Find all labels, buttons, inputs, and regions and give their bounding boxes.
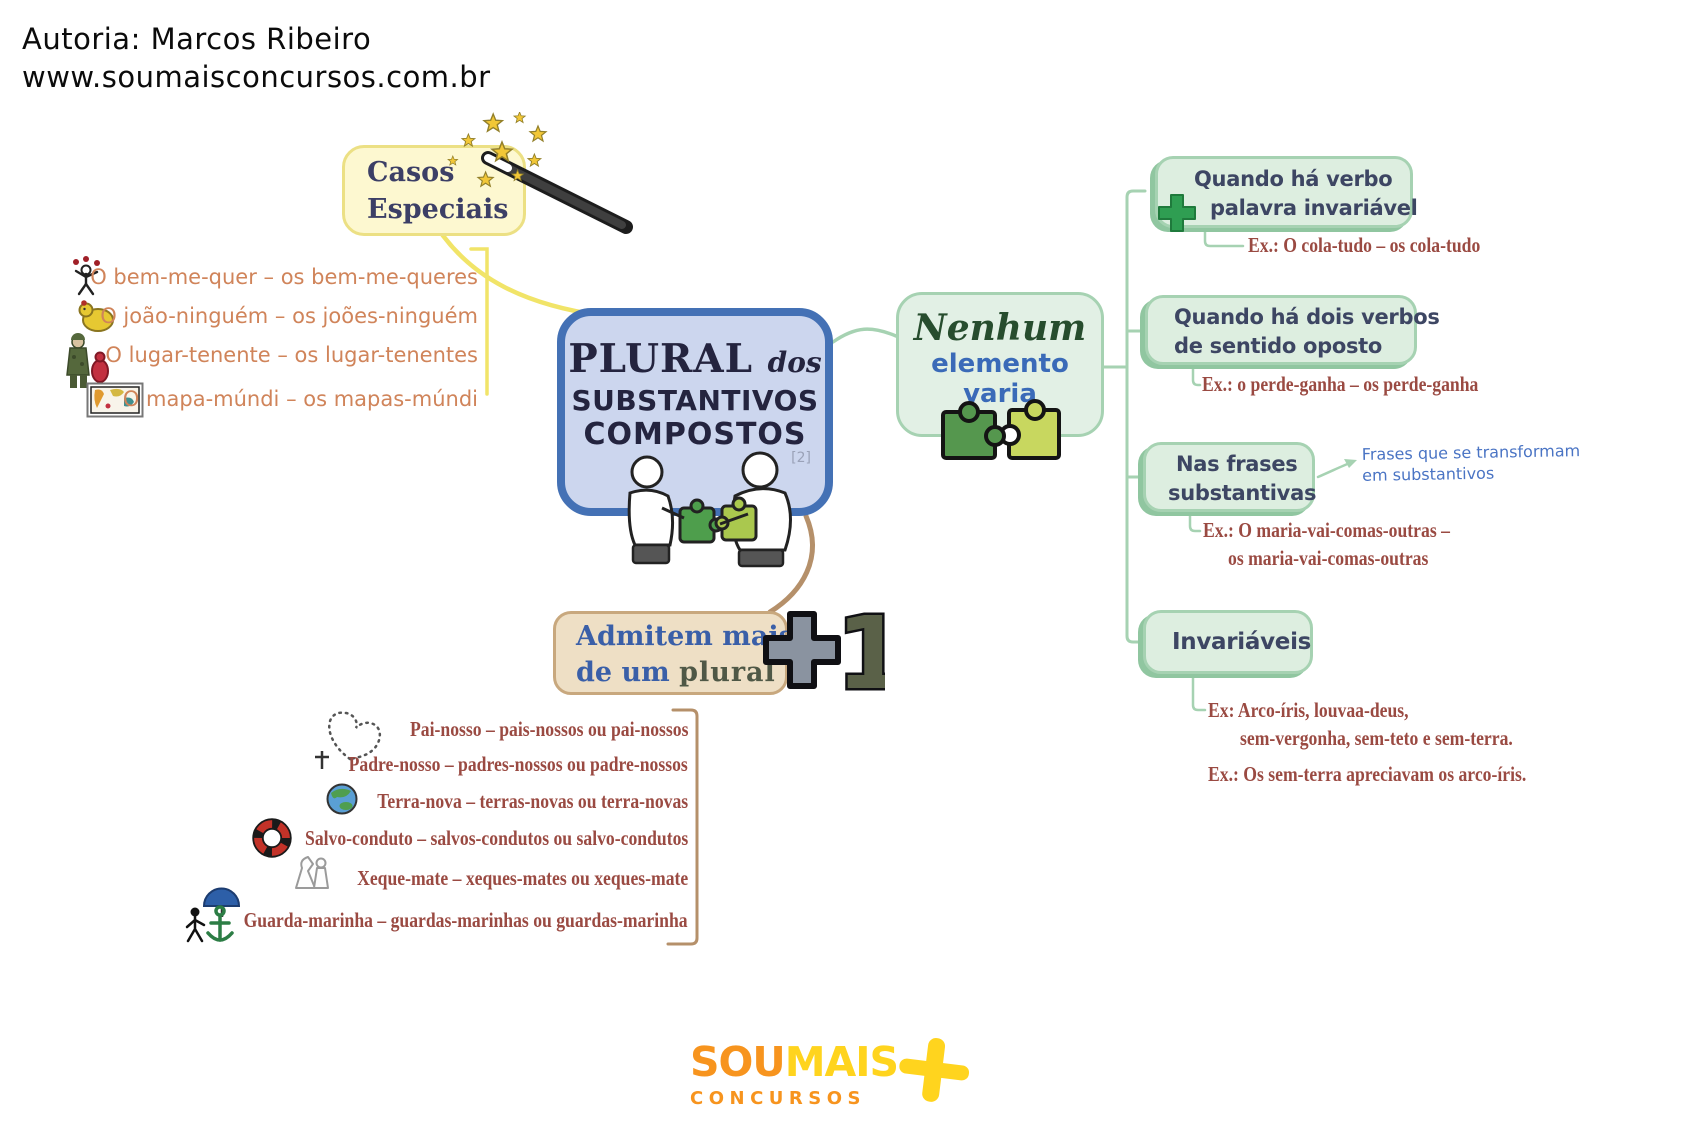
- center-title-line3: COMPOSTOS: [583, 417, 807, 452]
- casos-list-item: O mapa-múndi – os mapas-múndi: [122, 387, 478, 411]
- chess-pieces-icon: [288, 850, 330, 894]
- magic-wand-icon: [440, 112, 640, 240]
- plural-list-item: Padre-nosso – padres-nossos ou padre-nos…: [348, 752, 688, 776]
- logo-word-concursos: CONCURSOS: [690, 1088, 866, 1109]
- admitem-title-line1: Admitem mais: [576, 621, 794, 652]
- branch-label-line2: de sentido oposto: [1174, 334, 1383, 358]
- juggler-icon: [70, 256, 106, 296]
- plus-one-badge: 1: [750, 592, 885, 704]
- admitem-title-line2-word: plural: [679, 657, 776, 688]
- branch-label-line1: Invariáveis: [1172, 629, 1312, 655]
- center-title-connector: dos: [767, 346, 822, 379]
- admitem-mais-plural-node: Admitem mais de um plural: [553, 611, 794, 695]
- casos-list-item: O joão-ninguém – os joões-ninguém: [100, 304, 478, 328]
- sou-mais-concursos-logo: SOUMAIS CONCURSOS: [690, 1038, 899, 1109]
- logo-plus-icon: [895, 1036, 973, 1106]
- example-text: sem-vergonha, sem-teto e sem-terra.: [1240, 726, 1513, 750]
- casos-list-item: O bem-me-quer – os bem-me-queres: [90, 265, 478, 289]
- example-text: Ex.: Os sem-terra apreciavam os arco-íri…: [1208, 762, 1527, 786]
- example-text: Ex.: O cola-tudo – os cola-tudo: [1248, 233, 1481, 257]
- branch-note-line1: Frases que se transformam: [1361, 441, 1581, 464]
- green-plus-icon: [1157, 193, 1197, 233]
- plural-list-item: Terra-nova – terras-novas ou terra-novas: [377, 789, 688, 813]
- plural-list-item: Xeque-mate – xeques-mates ou xeques-mate: [356, 866, 688, 890]
- branch-label-line2: palavra invariável: [1210, 196, 1418, 220]
- central-topic-node: PLURAL dos SUBSTANTIVOS COMPOSTOS [2]: [557, 308, 833, 516]
- nenhum-title: Nenhum: [913, 307, 1087, 349]
- center-title-word: PLURAL: [568, 336, 754, 382]
- center-title-line2: SUBSTANTIVOS: [571, 384, 819, 417]
- example-text: Ex: Arco-íris, louvaa-deus,: [1208, 698, 1409, 722]
- nenhum-elemento-varia-node: Nenhum elemento varia: [896, 292, 1104, 437]
- puzzle-pieces-icon: [935, 398, 1070, 468]
- globe-icon: [325, 782, 359, 816]
- casos-title-line1: Casos: [367, 157, 455, 188]
- world-map-icon: [86, 382, 144, 418]
- plural-list-item: Guarda-marinha – guardas-marinhas ou gua…: [243, 908, 688, 932]
- arrow-head: [1344, 459, 1357, 468]
- casos-title-line2: Especiais: [367, 194, 509, 225]
- plural-list-item: Salvo-conduto – salvos-condutos ou salvo…: [304, 826, 688, 850]
- example-text: Ex.: o perde-ganha – os perde-ganha: [1202, 372, 1479, 396]
- website-line: www.soumaisconcursos.com.br: [22, 60, 491, 94]
- branch-label-line1: Nas frases: [1176, 452, 1298, 476]
- plural-list-item: Pai-nosso – pais-nossos ou pai-nossos: [409, 717, 688, 741]
- branch-invariaveis: Invariáveis: [1143, 610, 1313, 674]
- nenhum-subtitle-line1: elemento: [931, 349, 1069, 379]
- author-line: Autoria: Marcos Ribeiro: [22, 22, 372, 56]
- people-puzzle-icon: [600, 448, 825, 568]
- badge-one-text: 1: [836, 595, 885, 704]
- branch-label-line1: Quando há verbo: [1194, 167, 1393, 191]
- rosary-icon: [310, 693, 388, 773]
- branch-dois-verbos-oposto: Quando há dois verbos de sentido oposto: [1145, 295, 1440, 365]
- branch-frases-substantivas: Nas frases substantivas: [1143, 442, 1317, 512]
- soldier-icon: [58, 333, 112, 391]
- branch-note-line2: em substantivos: [1362, 463, 1495, 485]
- casos-list-item: O lugar-tenente – os lugar-tenentes: [105, 343, 478, 367]
- center-footnote: [2]: [791, 450, 811, 466]
- umbrella-anchor-icon: [184, 884, 244, 946]
- example-text: os maria-vai-comas-outras: [1228, 546, 1429, 570]
- life-ring-icon: [251, 818, 293, 858]
- logo-word-sou: SOU: [690, 1038, 786, 1086]
- example-text: Ex.: O maria-vai-comas-outras –: [1203, 518, 1450, 542]
- branch-label-line1: Quando há dois verbos: [1174, 305, 1440, 329]
- admitem-title-line2-prefix: de um: [576, 657, 680, 688]
- chick-icon: [76, 298, 116, 334]
- branch-label-line2: substantivas: [1168, 481, 1317, 505]
- branch-verbo-palavra-invariavel: Quando há verbo palavra invariável: [1155, 156, 1418, 228]
- branch-note: Frases que se transformam em substantivo…: [1362, 440, 1581, 486]
- logo-word-mais: MAIS: [784, 1038, 899, 1086]
